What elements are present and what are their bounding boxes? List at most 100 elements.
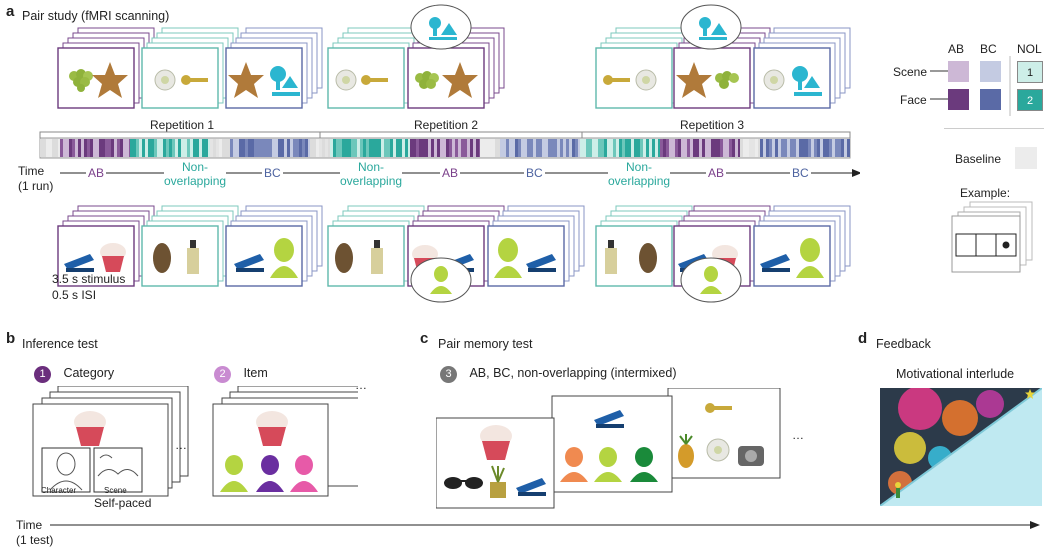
stimulus-bar-stripe xyxy=(696,139,699,157)
stimulus-bar-stripe xyxy=(139,139,142,157)
stimulus-bar-stripe xyxy=(431,139,434,157)
stimulus-bar-stripe xyxy=(492,139,495,157)
legend-face-label: Face xyxy=(900,93,927,107)
stimulus-bar-stripe xyxy=(503,139,506,157)
stimulus-bar-stripe xyxy=(151,139,154,157)
starfish-icon xyxy=(228,62,264,98)
stimulus-bar-stripe xyxy=(339,139,342,157)
step-3: 3 AB, BC, non-overlapping (intermixed) xyxy=(440,364,677,383)
stimulus-bar-stripe xyxy=(236,139,239,157)
stimulus-bar-stripe xyxy=(729,139,732,157)
stimulus-bar-stripe xyxy=(310,139,313,157)
stimulus-bar-stripe xyxy=(102,139,105,157)
stimulus-bar-stripe xyxy=(213,139,216,157)
stimulus-bar-stripe xyxy=(760,139,763,157)
cupcake-icon xyxy=(256,411,288,446)
stimulus-bar-stripe xyxy=(658,139,660,157)
stimulus-bar-stripe xyxy=(808,139,811,157)
stimulus-bar-stripe xyxy=(542,139,545,157)
stapler-icon xyxy=(64,254,94,272)
stimulus-bar-stripe xyxy=(660,139,663,157)
stimulus-bar-stripe xyxy=(557,139,560,157)
stimulus-bar-stripe xyxy=(440,139,443,157)
stimulus-bar-stripe xyxy=(369,139,372,157)
stimulus-bar-stripe xyxy=(419,139,422,157)
thought-cloud-scene-2 xyxy=(680,4,742,50)
stimulus-bar-stripe xyxy=(208,139,210,157)
stimulus-bar-stripe xyxy=(78,139,81,157)
stimulus-bar-stripe xyxy=(740,139,743,157)
pinecone-icon xyxy=(335,243,353,273)
stimulus-bar-stripe xyxy=(578,139,580,157)
stimulus-bar-stripe xyxy=(826,139,829,157)
stimulus-bar-stripe xyxy=(360,139,363,157)
stimulus-bar-stripe xyxy=(527,139,530,157)
stimulus-bar-stripe xyxy=(72,139,75,157)
legend-example-label: Example: xyxy=(960,186,1011,200)
stimulus-bar-stripe xyxy=(205,139,208,157)
stimulus-bar-stripe xyxy=(325,139,328,157)
stimulus-bar-stripe xyxy=(458,139,461,157)
stimulus-bar-stripe xyxy=(743,139,746,157)
stimulus-bar-stripe xyxy=(266,139,269,157)
stimulus-bar-stripe xyxy=(778,139,781,157)
stimulus-bar-stripe xyxy=(181,139,184,157)
stimulus-bar-stripe xyxy=(184,139,187,157)
stimulus-bar-stripe xyxy=(847,139,850,157)
perfume-icon xyxy=(371,240,383,274)
stimulus-bar-stripe xyxy=(604,139,607,157)
stimulus-bar-stripe xyxy=(723,139,726,157)
panel-c-letter: c xyxy=(420,330,429,347)
step-2-label: Item xyxy=(243,366,268,380)
legend-baseline-swatch xyxy=(1015,147,1037,169)
stimulus-bar xyxy=(39,137,851,159)
stimulus-bar-stripe xyxy=(470,139,473,157)
cupcake-icon xyxy=(74,411,106,446)
pinecone-icon xyxy=(639,243,657,273)
stimulus-bar-stripe xyxy=(732,139,735,157)
segment-ab-1: AB xyxy=(86,166,107,180)
stimulus-bar-stripe xyxy=(726,139,729,157)
stimulus-bar-stripe xyxy=(506,139,509,157)
stimulus-bar-stripe xyxy=(348,139,351,157)
scene-icon xyxy=(792,66,822,96)
stimulus-bar-stripe xyxy=(572,139,575,157)
stimulus-bar-stripe xyxy=(210,139,213,157)
stimulus-bar-stripe xyxy=(99,139,102,157)
stimulus-bar-stripe xyxy=(509,139,512,157)
stimulus-bar-stripe xyxy=(575,139,578,157)
stimulus-bar-stripe xyxy=(105,139,108,157)
rep1-bracket xyxy=(39,131,321,138)
stimulus-bar-stripe xyxy=(313,139,316,157)
stimulus-bar-stripe xyxy=(521,139,524,157)
stimulus-bar-stripe xyxy=(87,139,90,157)
stimulus-bar-stripe xyxy=(580,139,583,157)
starfish-icon xyxy=(92,62,128,98)
stimulus-bar-stripe xyxy=(752,139,755,157)
step-2-number: 2 xyxy=(214,366,231,383)
stimulus-bar-stripe xyxy=(480,139,483,157)
stimulus-bar-stripe xyxy=(257,139,260,157)
stimulus-bar-stripe xyxy=(193,139,196,157)
legend-ab-header: AB xyxy=(948,42,965,56)
face-icon xyxy=(290,455,318,492)
stimulus-bar-stripe xyxy=(841,139,844,157)
stimulus-bar-stripe xyxy=(613,139,616,157)
thought-cloud-face-2 xyxy=(680,257,742,303)
stimulus-bar-stripe xyxy=(738,139,740,157)
stimulus-bar-stripe xyxy=(495,139,498,157)
stimulus-bar-stripe xyxy=(592,139,595,157)
stimulus-bar-stripe xyxy=(272,139,275,157)
stimulus-bar-stripe xyxy=(640,139,643,157)
stimulus-bar-stripe xyxy=(354,139,357,157)
stimulus-bar-stripe xyxy=(175,139,178,157)
panel-a-title: Pair study (fMRI scanning) xyxy=(22,9,170,23)
stimulus-bar-stripe xyxy=(381,139,384,157)
stimulus-bar-stripe xyxy=(230,139,233,157)
stimulus-bar-stripe xyxy=(479,139,480,157)
thought-cloud-face-1 xyxy=(410,257,472,303)
stimulus-bar-stripe xyxy=(322,139,325,157)
legend-bc-header: BC xyxy=(980,42,997,56)
bottom-time-axis xyxy=(50,521,1040,529)
stimulus-bar-stripe xyxy=(684,139,687,157)
